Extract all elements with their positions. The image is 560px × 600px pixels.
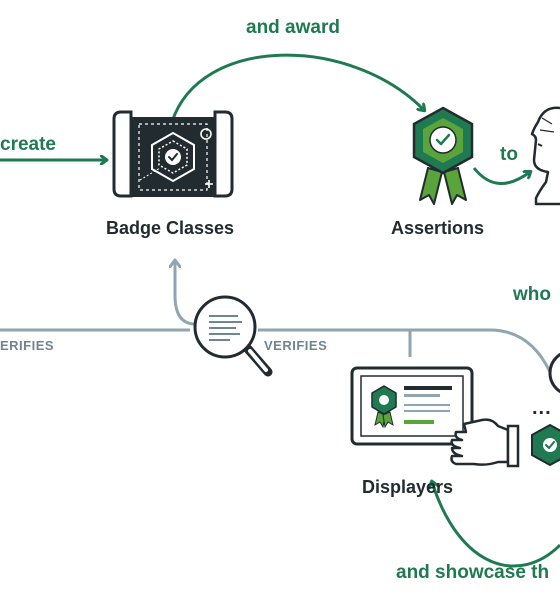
verify-line-up: [175, 262, 196, 326]
verify-line-right: [258, 328, 552, 373]
badge-classes-label: Badge Classes: [106, 218, 235, 238]
and-award-label: and award: [246, 17, 340, 38]
award-arrow: [170, 53, 424, 123]
showcase-arrow: [432, 482, 560, 568]
to-label: to: [500, 144, 518, 165]
ellipsis-label: ...: [532, 397, 552, 419]
award-ribbon-icon: [412, 106, 474, 205]
small-badge-icon: [531, 423, 560, 467]
to-arrow: [472, 167, 530, 185]
person-profile-icon: [530, 106, 560, 206]
verifies-right-label: VERIFIES: [264, 338, 328, 353]
who-label: who: [513, 284, 551, 305]
verifies-left-label: ERIFIES: [0, 338, 55, 353]
create-label: create: [0, 134, 56, 155]
assertions-label: Assertions: [391, 218, 485, 238]
blueprint-scroll-icon: [112, 110, 234, 198]
earner-circle-icon: [548, 352, 560, 394]
displayers-label: Displayers: [362, 477, 454, 497]
magnifier-document-icon: [193, 295, 273, 377]
tablet-hand-icon: [350, 366, 520, 468]
and-showcase-label: and showcase th: [396, 562, 550, 583]
